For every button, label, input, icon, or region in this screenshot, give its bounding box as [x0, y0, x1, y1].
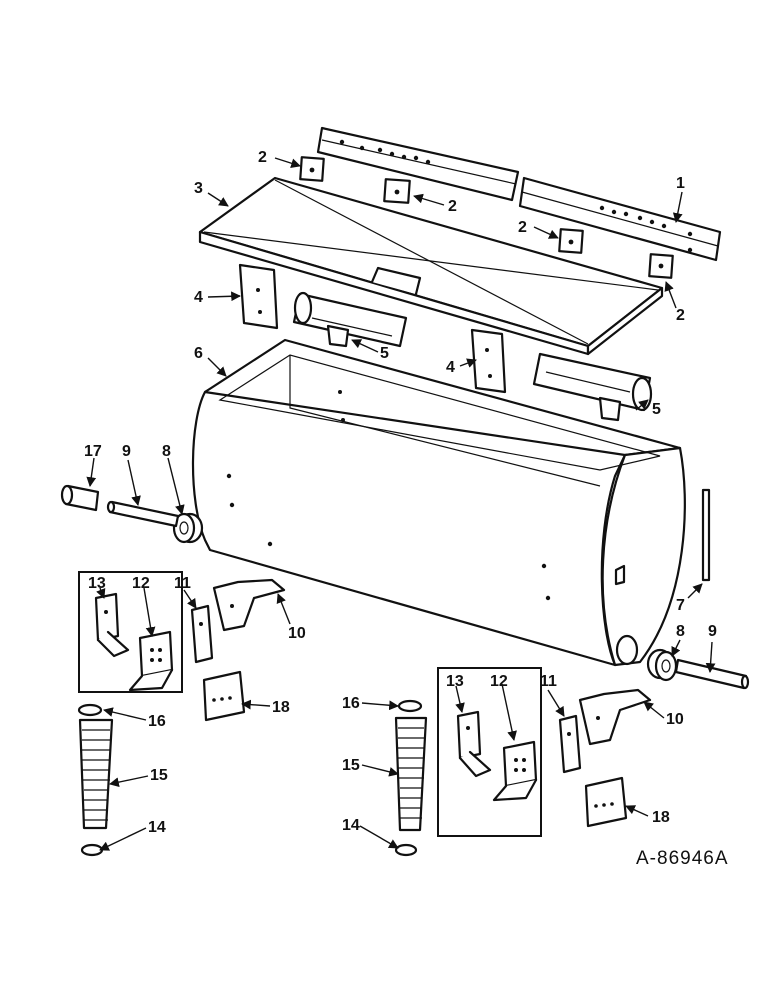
leader-lines	[86, 157, 716, 851]
drawing-number: A-86946A	[636, 848, 729, 869]
callout-2: 2	[518, 219, 527, 236]
square-plate	[558, 228, 584, 254]
callout-13: 13	[88, 575, 106, 592]
callout-11: 11	[174, 575, 191, 592]
callout-12: 12	[490, 673, 508, 690]
ring-16-right	[397, 699, 423, 713]
callout-2: 2	[258, 149, 267, 166]
bracket-12-right	[492, 740, 538, 802]
callout-2: 2	[676, 307, 685, 324]
hinge-plate	[470, 328, 507, 394]
callout-8: 8	[676, 623, 685, 640]
callout-5: 5	[652, 401, 661, 418]
callout-16: 16	[342, 695, 360, 712]
callout-8: 8	[162, 443, 171, 460]
square-plate	[648, 253, 674, 279]
callout-18: 18	[652, 809, 670, 826]
bearing-right	[646, 648, 678, 682]
callout-5: 5	[380, 345, 389, 362]
callout-4: 4	[194, 289, 203, 306]
callout-16: 16	[148, 713, 166, 730]
bracket-10-right	[578, 688, 652, 746]
bracket-kit-box-right	[437, 667, 542, 837]
square-plate	[383, 178, 411, 204]
shaft-left	[106, 500, 180, 528]
callout-18: 18	[272, 699, 290, 716]
rod	[701, 488, 711, 582]
seed-tube-right	[394, 716, 428, 832]
seed-tube-left	[78, 718, 114, 830]
callout-9: 9	[708, 623, 717, 640]
callout-10: 10	[288, 625, 306, 642]
seed-hopper	[191, 338, 686, 667]
callout-labels: 1 2 2 2 2 3 4 4 5 5 6 7 17 9 8 11 10 13 …	[84, 149, 717, 836]
sleeve	[60, 484, 100, 512]
feed-cup	[292, 291, 408, 348]
callout-7: 7	[676, 597, 685, 614]
clip-14-left	[80, 843, 104, 857]
callout-12: 12	[132, 575, 150, 592]
bracket-kit-box-left	[78, 571, 183, 693]
callout-14: 14	[342, 817, 360, 834]
ring-16-left	[77, 703, 103, 717]
bearing-left	[172, 512, 204, 544]
strap-11-right	[558, 714, 582, 774]
callout-6: 6	[194, 345, 203, 362]
angle-bar-left	[316, 126, 520, 202]
strap-11-left	[190, 604, 214, 664]
bracket-18-right	[584, 776, 628, 828]
bracket-13-left	[94, 592, 130, 658]
callout-10: 10	[666, 711, 684, 728]
callout-1: 1	[676, 175, 685, 192]
angle-bar-right	[518, 176, 722, 262]
clip-14-right	[394, 843, 418, 857]
callout-2: 2	[448, 198, 457, 215]
bracket-18-left	[202, 670, 246, 722]
bracket-12-left	[128, 630, 174, 692]
callout-15: 15	[342, 757, 360, 774]
bracket-10-left	[212, 578, 286, 632]
feed-cup	[532, 352, 653, 422]
hinge-plate	[238, 263, 279, 330]
callout-11: 11	[540, 673, 557, 690]
callout-4: 4	[446, 359, 455, 376]
square-plate	[299, 156, 325, 182]
callout-3: 3	[194, 180, 203, 197]
bracket-13-right	[456, 710, 492, 778]
hopper-lid	[198, 176, 664, 356]
callout-13: 13	[446, 673, 464, 690]
callout-14: 14	[148, 819, 166, 836]
callout-9: 9	[122, 443, 131, 460]
callout-17: 17	[84, 443, 102, 460]
callout-15: 15	[150, 767, 168, 784]
shaft-right	[674, 658, 750, 690]
